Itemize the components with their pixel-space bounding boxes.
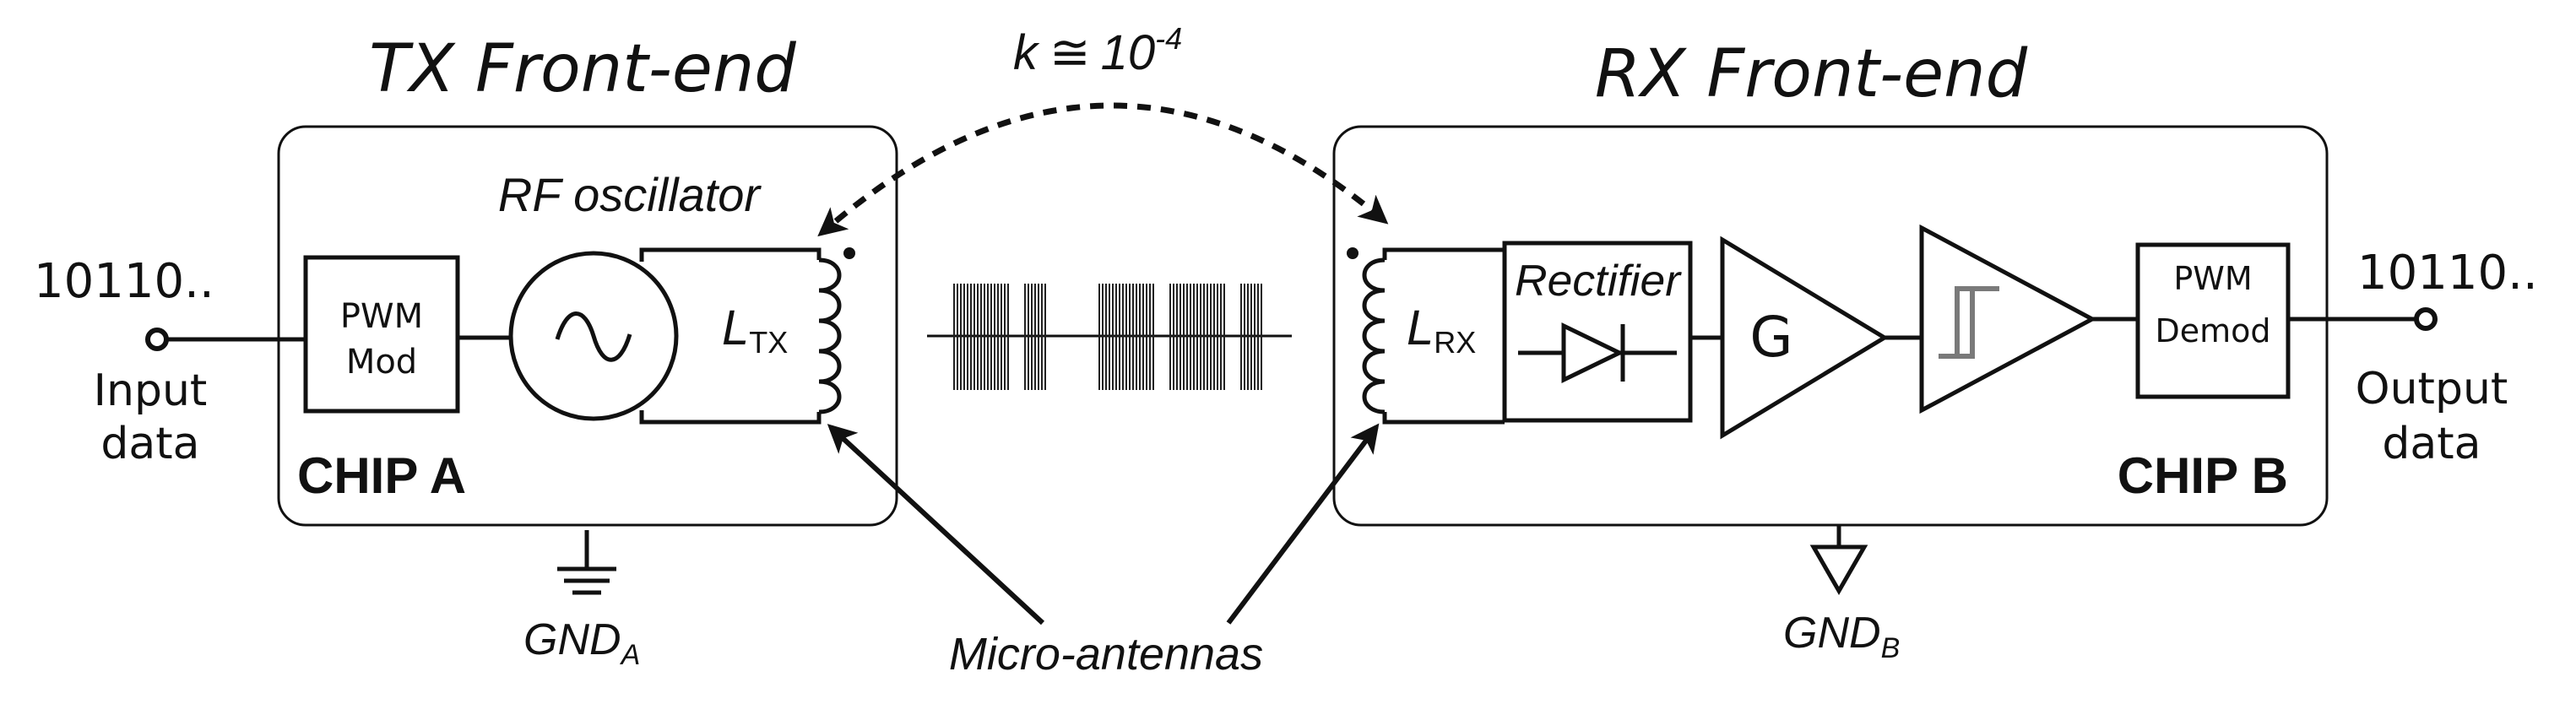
output-label-line1: Output bbox=[2356, 364, 2508, 414]
pwm-mod-block bbox=[303, 255, 460, 414]
rx-loop-wire-top bbox=[1382, 247, 1505, 260]
output-terminal bbox=[2414, 307, 2438, 331]
gain-amplifier bbox=[1720, 236, 1889, 440]
rectifier-block bbox=[1502, 241, 1693, 423]
coupling-k: k bbox=[1013, 25, 1040, 80]
gnd-a-label: GNDA bbox=[523, 615, 640, 671]
pwm-demod-label-line1: PWM bbox=[2173, 260, 2252, 297]
tx-loop-wire-bottom bbox=[639, 410, 822, 425]
earth-ground-icon bbox=[557, 566, 616, 595]
rx-inductor-subscript: RX bbox=[1434, 325, 1476, 360]
rf-burst-5 bbox=[1240, 284, 1262, 390]
triangle-ground-icon bbox=[1809, 544, 1868, 596]
tx-coil-dot bbox=[843, 247, 855, 259]
rx-inductor-label: LRX bbox=[1407, 301, 1476, 360]
gnd-a-subscript: A bbox=[620, 639, 641, 671]
tx-coil bbox=[818, 257, 842, 414]
output-bits: 10110.. bbox=[2357, 246, 2538, 301]
rf-burst-4 bbox=[1169, 284, 1225, 390]
rf-burst-2 bbox=[1024, 284, 1046, 390]
rx-loop-wire-bottom bbox=[1382, 412, 1505, 425]
input-label-line1: Input bbox=[94, 366, 208, 416]
pwm-demod-label-line2: Demod bbox=[2155, 312, 2270, 349]
rx-coil bbox=[1362, 257, 1386, 414]
gnd-b-subscript: B bbox=[1881, 632, 1901, 664]
coupling-label: k≅10-4 bbox=[1013, 21, 1182, 80]
gain-label: G bbox=[1749, 305, 1792, 370]
comparator bbox=[1919, 224, 2097, 414]
tx-title: TX Front-end bbox=[369, 31, 796, 107]
rf-oscillator-label: RF oscillator bbox=[498, 168, 762, 221]
coupling-arrow bbox=[817, 102, 1389, 237]
antenna-arrow-right bbox=[1226, 423, 1380, 625]
output-label-line2: data bbox=[2382, 419, 2481, 469]
rf-burst-1 bbox=[953, 284, 1009, 390]
chip-b-box bbox=[1332, 125, 2329, 527]
coupling-base: 10 bbox=[1101, 25, 1156, 80]
gnd-b-label: GNDB bbox=[1783, 609, 1900, 664]
input-terminal bbox=[145, 328, 169, 351]
pwm-mod-label-line2: Mod bbox=[346, 343, 417, 382]
input-bits: 10110.. bbox=[34, 254, 214, 309]
hysteresis-icon bbox=[1939, 286, 1999, 359]
chip-b-label: CHIP B bbox=[2118, 447, 2288, 504]
rf-burst-3 bbox=[1098, 284, 1154, 390]
chip-a-label: CHIP A bbox=[297, 447, 466, 504]
tx-inductor-subscript: TX bbox=[749, 325, 788, 360]
tx-loop-wire bbox=[639, 247, 822, 262]
coupling-approx: ≅ bbox=[1049, 25, 1091, 80]
antenna-arrow-left bbox=[827, 424, 1045, 625]
rx-coil-dot bbox=[1347, 247, 1359, 259]
micro-antennas-label: Micro-antennas bbox=[949, 629, 1263, 680]
sine-wave-icon bbox=[555, 311, 632, 362]
coupling-exponent: -4 bbox=[1155, 21, 1182, 56]
chip-a-box bbox=[277, 125, 898, 527]
pwm-mod-label-line1: PWM bbox=[340, 297, 423, 336]
diode-icon bbox=[1518, 322, 1677, 383]
rectifier-label: Rectifier bbox=[1515, 257, 1683, 306]
rf-bursts bbox=[953, 284, 1262, 390]
rx-title: RX Front-end bbox=[1595, 36, 2028, 112]
tx-inductor-label: LTX bbox=[722, 301, 788, 360]
input-label-line2: data bbox=[100, 419, 199, 469]
